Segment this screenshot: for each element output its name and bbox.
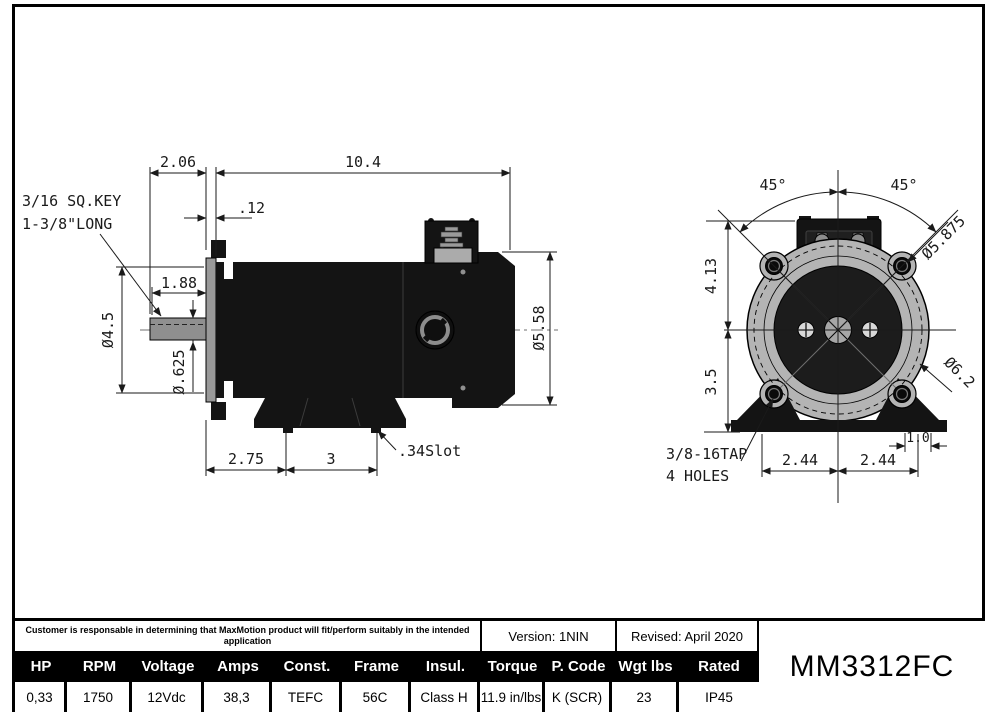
spec-header-hp: HP [30, 658, 52, 675]
motor-side-view: 2.06 10.4 .12 1.88 Ø4.5 Ø.625 2.75 3 .34… [22, 153, 558, 476]
spec-header-wgt: Wgt lbs [618, 658, 673, 675]
tap-note-line1: 3/8-16TAP [666, 445, 747, 463]
spec-header-torque: Torque [487, 658, 538, 675]
shaft [149, 317, 207, 341]
spec-value-insul: Class H [411, 682, 480, 712]
version-cell: Version: 1NIN [480, 621, 615, 651]
spec-header-pcode: P. Code [551, 658, 606, 675]
tap-note-line2: 4 HOLES [666, 467, 729, 485]
dim-bolt-circle: Ø5.875 [918, 212, 969, 263]
dim-flange-diameter: Ø4.5 [99, 312, 117, 348]
dim-body-diameter: Ø5.58 [530, 305, 548, 350]
motor-front-view: 45° 45° 4.13 3.5 Ø5.875 Ø6.2 2.44 2.44 1… [666, 170, 979, 503]
dim-shaft-diameter: Ø.625 [170, 349, 188, 394]
dim-foot-pad: 1.0 [906, 431, 929, 446]
spec-table: Customer is responsable in determining t… [15, 618, 985, 712]
dim-foot-right: 2.44 [860, 451, 896, 469]
dim-center-to-base: 3.5 [702, 368, 720, 395]
revised-cell: Revised: April 2020 [615, 621, 759, 651]
spec-value-rpm: 1750 [67, 682, 132, 712]
spec-value-amps: 38,3 [204, 682, 272, 712]
dim-foot-left: 2.44 [782, 451, 818, 469]
spec-header-amps: Amps [217, 658, 259, 675]
spec-value-const: TEFC [272, 682, 342, 712]
dim-flange-thickness: .12 [238, 199, 265, 217]
key-note-line1: 3/16 SQ.KEY [22, 192, 121, 210]
dim-flange-od: Ø6.2 [940, 353, 978, 391]
model-number: MM3312FC [789, 649, 955, 683]
spec-info-row: Customer is responsable in determining t… [15, 621, 759, 651]
dim-shaft-total: 2.06 [160, 153, 196, 171]
dim-body-length: 10.4 [345, 153, 381, 171]
angle-left: 45° [759, 176, 786, 194]
brush-cap [415, 310, 455, 350]
spec-value-wgt: 23 [612, 682, 679, 712]
angle-right: 45° [890, 176, 917, 194]
spec-header-rated: Rated [698, 658, 740, 675]
dim-foot-span: 3 [326, 450, 335, 468]
spec-value-rated: IP45 [679, 682, 759, 712]
mounting-base-side [254, 398, 406, 428]
spec-value-frame: 56C [342, 682, 411, 712]
spec-table-left: Customer is responsable in determining t… [15, 621, 759, 712]
spec-value-hp: 0,33 [15, 682, 67, 712]
disclaimer-text: Customer is responsable in determining t… [25, 624, 470, 646]
technical-drawing: 2.06 10.4 .12 1.88 Ø4.5 Ø.625 2.75 3 .34… [22, 153, 979, 503]
key-note-line2: 1-3/8"LONG [22, 215, 112, 233]
spec-header-voltage: Voltage [141, 658, 195, 675]
dim-top-to-center: 4.13 [702, 258, 720, 294]
spec-header-row: HP RPM Voltage Amps Const. Frame Insul. … [15, 651, 759, 682]
spec-value-row: 0,33 1750 12Vdc 38,3 TEFC 56C Class H 11… [15, 682, 759, 712]
dim-key-length: 1.88 [161, 274, 197, 292]
spec-value-voltage: 12Vdc [132, 682, 204, 712]
spec-header-insul: Insul. [425, 658, 466, 675]
spec-value-pcode: K (SCR) [545, 682, 612, 712]
spec-header-rpm: RPM [82, 658, 117, 675]
terminal-box-side [424, 218, 479, 264]
spec-header-frame: Frame [353, 658, 400, 675]
dim-slot-note: .34Slot [398, 442, 461, 460]
dim-foot-front: 2.75 [228, 450, 264, 468]
flange-plate [205, 257, 217, 403]
end-bell [452, 252, 515, 408]
spec-header-const: Const. [283, 658, 331, 675]
spec-value-torque: 11.9 in/lbs [480, 682, 545, 712]
